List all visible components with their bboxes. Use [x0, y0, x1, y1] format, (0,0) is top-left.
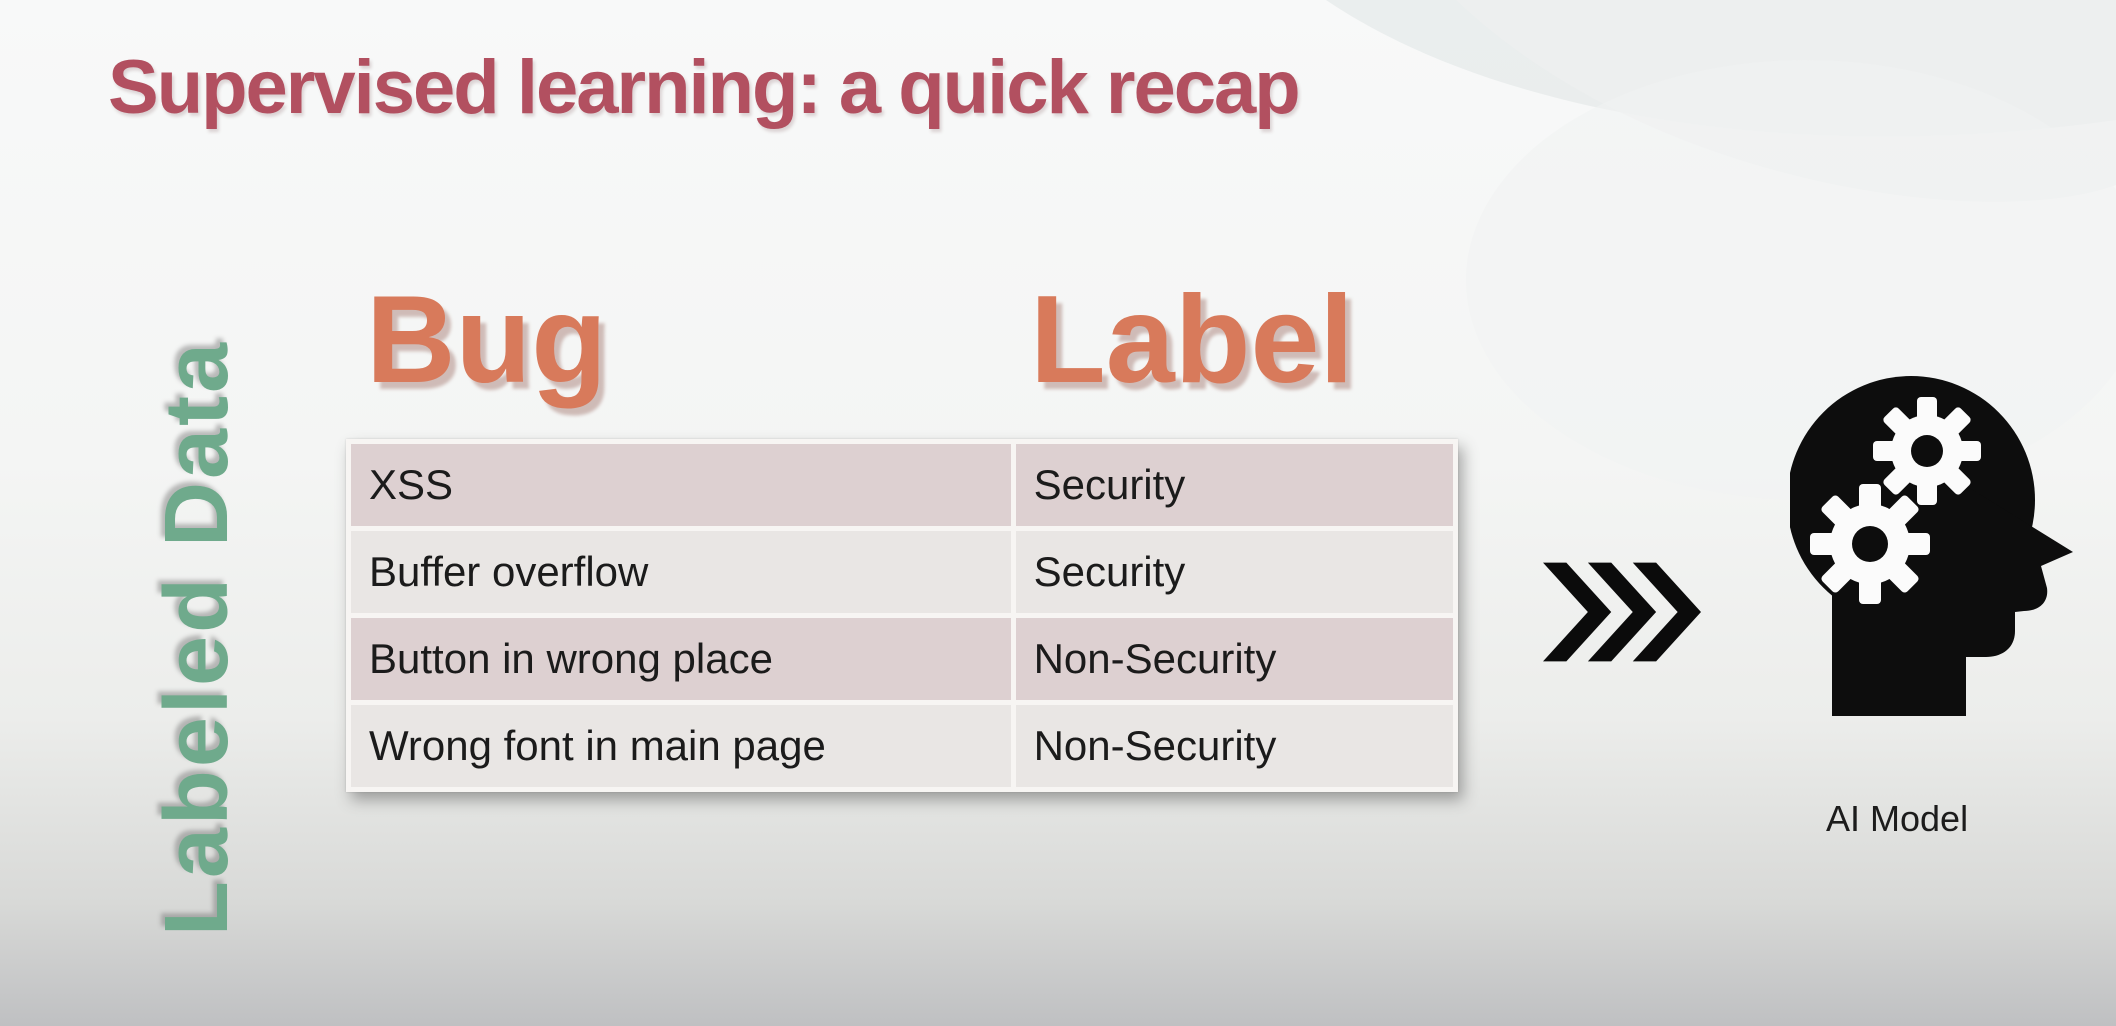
labeled-data-table: XSS Security Buffer overflow Security Bu…: [346, 439, 1458, 792]
head-with-gears-icon: [1787, 372, 2082, 727]
table-row: XSS Security: [351, 444, 1453, 526]
table-row: Buffer overflow Security: [351, 531, 1453, 613]
label-cell: Non-Security: [1015, 618, 1453, 700]
ai-model-caption: AI Model: [1826, 798, 1969, 839]
labeled-data-vertical-text: Labeled Data: [147, 339, 247, 937]
bug-cell: Buffer overflow: [351, 531, 1011, 613]
bug-cell: Wrong font in main page: [351, 705, 1011, 787]
table-row: Wrong font in main page Non-Security: [351, 705, 1453, 787]
bug-cell: XSS: [351, 444, 1011, 526]
column-header-bug: Bug: [366, 271, 608, 409]
bug-cell: Button in wrong place: [351, 618, 1011, 700]
table-row: Button in wrong place Non-Security: [351, 618, 1453, 700]
slide-title: Supervised learning: a quick recap: [108, 45, 1301, 130]
column-header-label: Label: [1030, 271, 1354, 409]
label-cell: Non-Security: [1015, 705, 1453, 787]
label-cell: Security: [1015, 444, 1453, 526]
label-cell: Security: [1015, 531, 1453, 613]
triple-chevron-right-icon: [1543, 558, 1701, 671]
